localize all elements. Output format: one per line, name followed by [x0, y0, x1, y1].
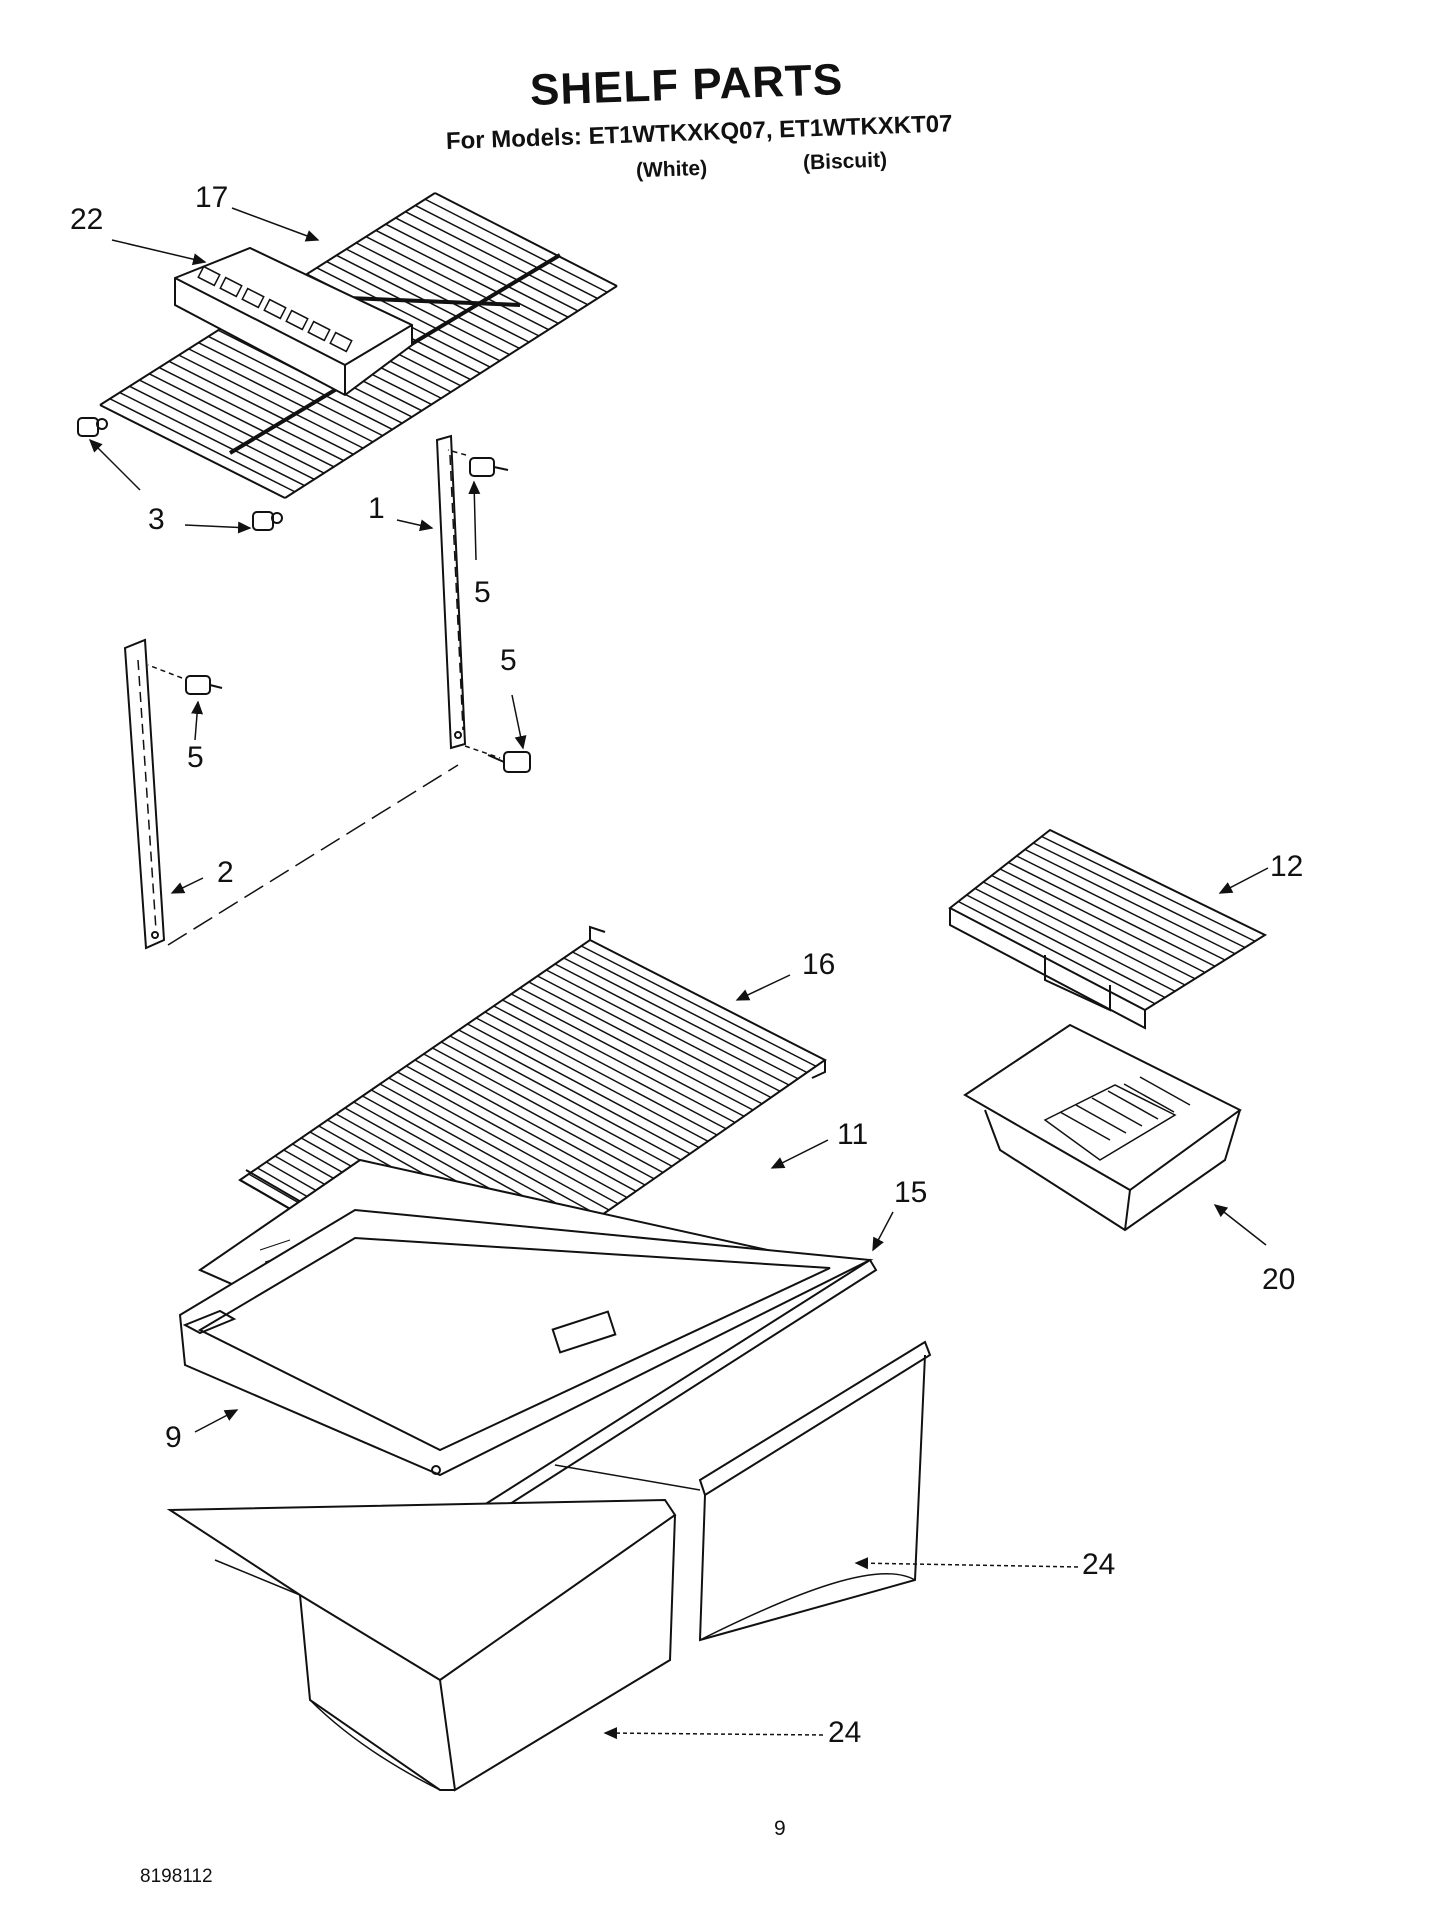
- shelf-ladder-right: [435, 434, 467, 750]
- callout-22: 22: [70, 203, 104, 236]
- callout-9: 9: [165, 1421, 182, 1454]
- callout-1: 1: [368, 492, 385, 525]
- callout-2: 2: [217, 856, 234, 889]
- callout-3: 3: [148, 503, 165, 536]
- callout-20: 20: [1262, 1263, 1296, 1296]
- page-number: 9: [774, 1817, 786, 1840]
- screw-left: [185, 675, 223, 695]
- callout-17: 17: [195, 181, 229, 214]
- crisper-cover-frame: [178, 1208, 874, 1477]
- shelf-support-right: [252, 511, 283, 531]
- freezer-basket: [963, 1023, 1242, 1232]
- variant-white: (White): [635, 156, 708, 183]
- models-prefix: For Models:: [445, 123, 583, 155]
- callout-11: 11: [837, 1118, 869, 1151]
- document-id: 8198112: [140, 1866, 213, 1887]
- callout-15: 15: [894, 1176, 928, 1209]
- freezer-basket-shelf: [948, 828, 1268, 1030]
- callout-24-right: 24: [1082, 1548, 1116, 1581]
- callout-16: 16: [802, 948, 836, 981]
- screw-top: [469, 457, 509, 477]
- ice-tray: [174, 246, 413, 397]
- screw-bottom: [487, 751, 531, 773]
- shelf-ladder-left: [123, 638, 166, 950]
- callout-5-top: 5: [474, 576, 491, 609]
- variant-biscuit: (Biscuit): [802, 148, 888, 175]
- crisper-drawer-left: [166, 1498, 677, 1792]
- callout-5-bottom: 5: [500, 644, 517, 677]
- callout-12: 12: [1270, 850, 1304, 883]
- crisper-drawer-right: [554, 1340, 932, 1642]
- callout-24-left: 24: [828, 1716, 862, 1749]
- shelf-support-left: [77, 417, 108, 437]
- callout-5-left: 5: [187, 741, 204, 774]
